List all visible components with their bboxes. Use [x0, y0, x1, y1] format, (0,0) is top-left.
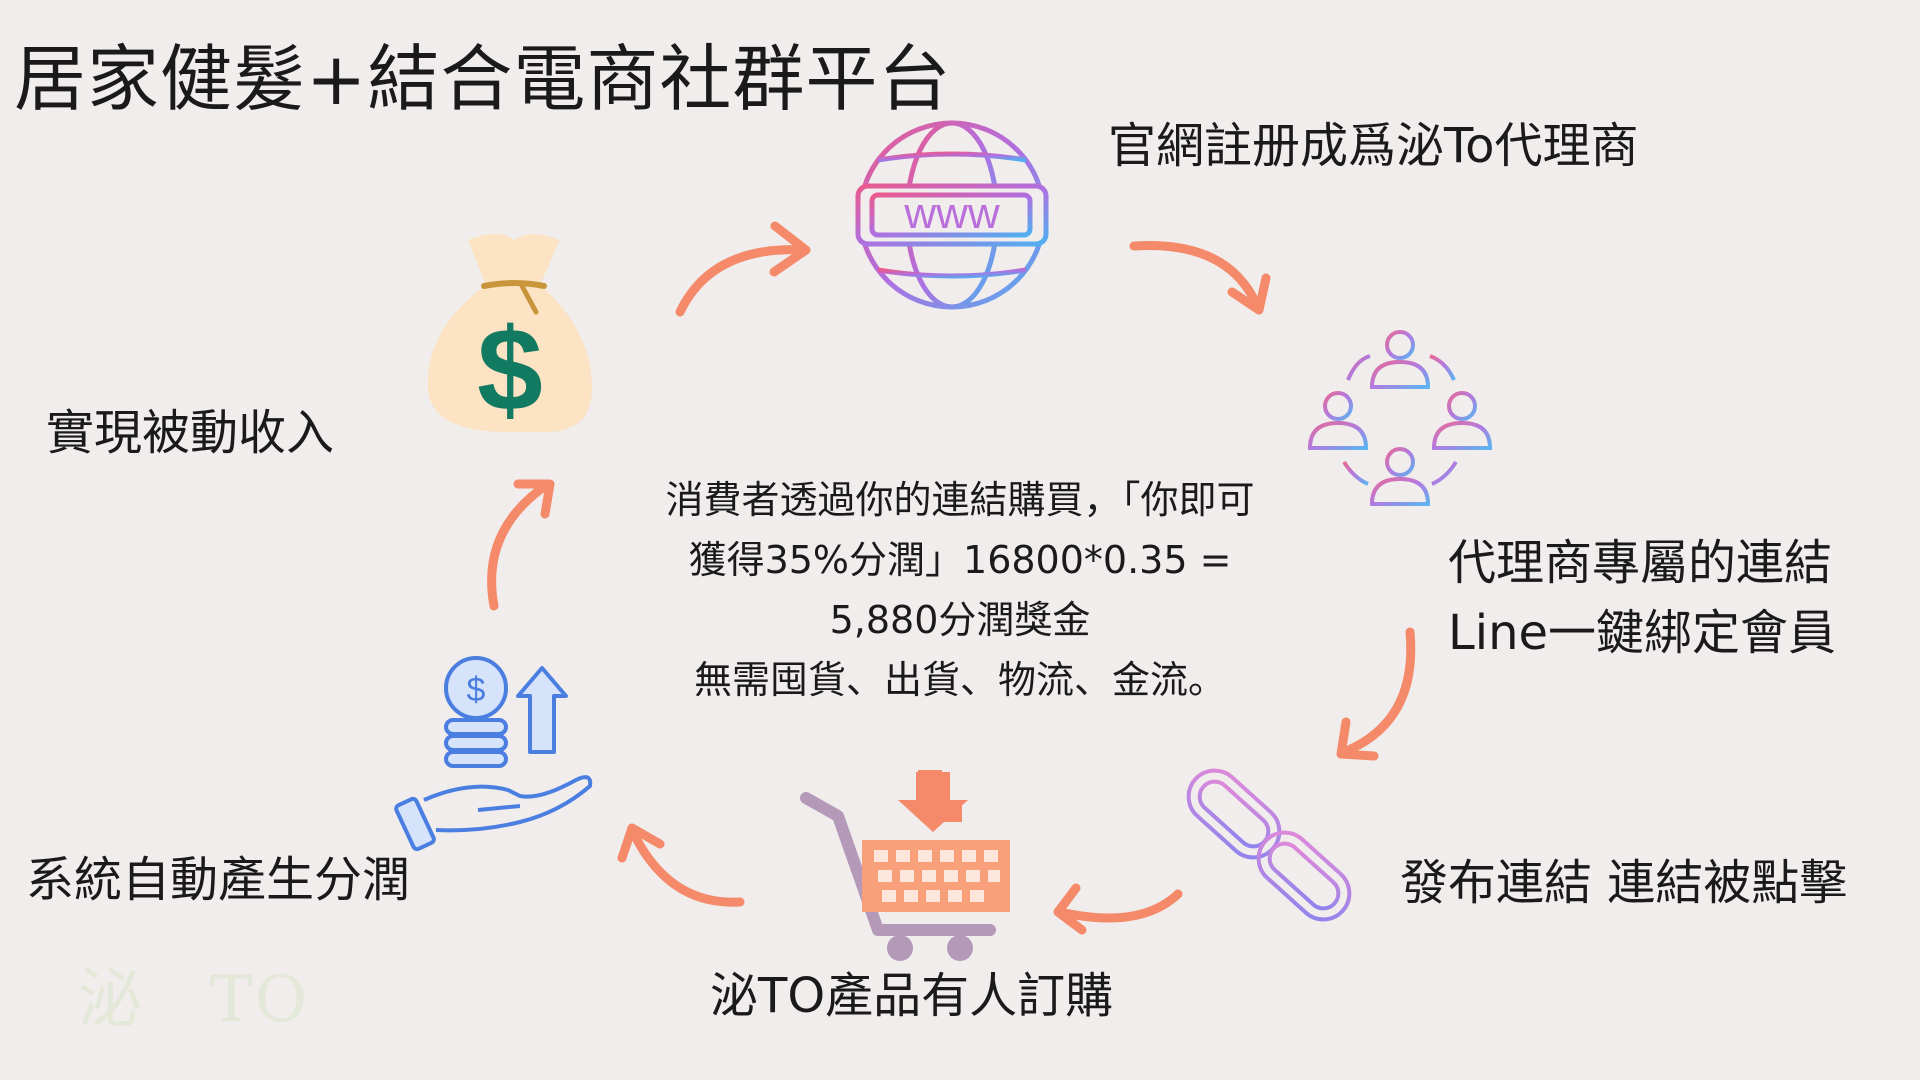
- shopping-cart-icon: [800, 770, 1010, 961]
- center-line-1: 消費者透過你的連結購買，「你即可: [665, 478, 1255, 522]
- arrow-order-to-profit: [617, 823, 745, 907]
- arrow-register-to-agent: [1129, 241, 1271, 315]
- step-agent-link-line2: Line一鍵綁定會員: [1448, 605, 1837, 661]
- money-bag-icon: [427, 234, 592, 432]
- center-explanation: 消費者透過你的連結購買，「你即可 獲得35%分潤」16800*0.35 = 5,…: [620, 470, 1300, 710]
- money-bag-dollar-sign: $: [477, 304, 543, 436]
- step-publish-label: 發布連結 連結被點擊: [1400, 855, 1848, 911]
- arrow-profit-to-income: [487, 479, 555, 611]
- step-order-label: 泌TO產品有人訂購: [710, 968, 1114, 1024]
- people-network-icon: [1307, 330, 1493, 506]
- arrow-agent-to-publish: [1336, 627, 1416, 761]
- center-line-4: 無需囤貨、出貨、物流、金流。: [693, 658, 1226, 702]
- step-profit-label: 系統自動產生分潤: [26, 852, 411, 908]
- coin-dollar-sign: $: [467, 671, 486, 709]
- center-line-3: 5,880分潤獎金: [829, 598, 1091, 642]
- step-agent-link-label: 代理商專屬的連結 Line一鍵綁定會員: [1448, 528, 1836, 668]
- step-income-label: 實現被動收入: [46, 405, 335, 461]
- step-agent-link-line1: 代理商專屬的連結: [1448, 535, 1833, 591]
- step-register-label: 官網註册成爲泌To代理商: [1108, 118, 1639, 174]
- center-line-2: 獲得35%分潤」16800*0.35 =: [688, 538, 1232, 582]
- globe-www-icon: [855, 120, 1049, 310]
- globe-www-text: www: [903, 189, 1000, 238]
- chain-link-icon: [1186, 768, 1352, 922]
- arrow-income-to-register: [675, 221, 811, 317]
- coins-hand-growth-icon: [394, 656, 593, 852]
- watermark: 泌 TO: [78, 963, 310, 1037]
- arrow-publish-to-order: [1053, 883, 1183, 935]
- page-title: 居家健髮+結合電商社群平台: [14, 37, 952, 121]
